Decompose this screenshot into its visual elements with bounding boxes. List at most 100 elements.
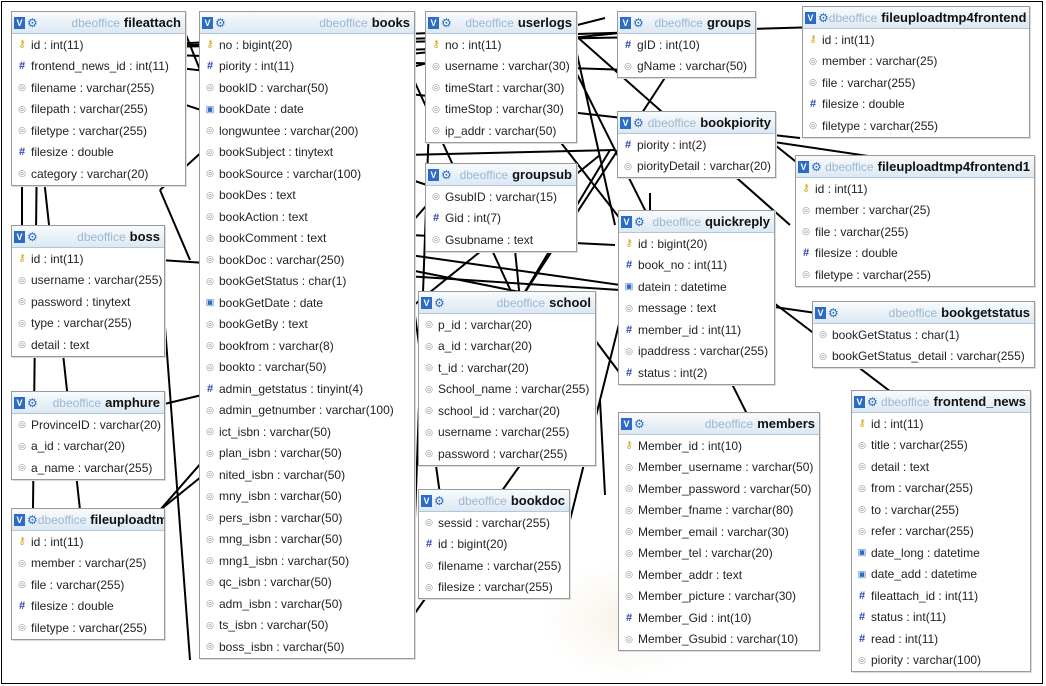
column-row[interactable]: ⚷id : int(11)	[12, 34, 185, 56]
column-row[interactable]: ▣bookDate : date	[200, 99, 414, 121]
gear-icon[interactable]: ⚙	[441, 167, 452, 182]
view-icon[interactable]: V	[202, 16, 213, 29]
column-row[interactable]: ◎file : varchar(255)	[803, 72, 1029, 94]
column-row[interactable]: ◎bookSubject : tinytext	[200, 142, 414, 164]
column-row[interactable]: ◎a_name : varchar(255)	[12, 457, 164, 479]
column-row[interactable]: ⚷id : int(11)	[803, 29, 1029, 51]
column-row[interactable]: ◎Member_username : varchar(50)	[619, 457, 819, 479]
view-icon[interactable]: V	[621, 417, 632, 430]
view-icon[interactable]: V	[14, 16, 25, 29]
column-row[interactable]: #status : int(2)	[619, 362, 774, 384]
column-row[interactable]: ◎School_name : varchar(255)	[419, 379, 595, 401]
column-row[interactable]: ◎bookGetBy : text	[200, 314, 414, 336]
column-row[interactable]: ◎p_id : varchar(20)	[419, 314, 595, 336]
column-row[interactable]: ◎bookGetStatus : char(1)	[200, 271, 414, 293]
column-row[interactable]: ◎bookfrom : varchar(8)	[200, 335, 414, 357]
column-row[interactable]: ▣bookGetDate : date	[200, 292, 414, 314]
column-row[interactable]: #filesize : double	[12, 142, 185, 164]
column-row[interactable]: ◎filetype : varchar(255)	[12, 617, 164, 639]
column-row[interactable]: ⚷id : int(11)	[12, 531, 164, 553]
column-row[interactable]: ◎filetype : varchar(255)	[12, 120, 185, 142]
column-row[interactable]: ◎gName : varchar(50)	[618, 56, 755, 78]
view-icon[interactable]: V	[620, 16, 631, 29]
column-row[interactable]: ⚷id : int(11)	[12, 248, 164, 270]
column-row[interactable]: ◎nited_isbn : varchar(50)	[200, 464, 414, 486]
column-row[interactable]: #book_no : int(11)	[619, 255, 774, 277]
column-row[interactable]: ◎GsubID : varchar(15)	[426, 186, 576, 208]
gear-icon[interactable]: ⚙	[634, 416, 645, 431]
column-row[interactable]: ◎file : varchar(255)	[12, 574, 164, 596]
column-row[interactable]: ⚷Member_id : int(10)	[619, 435, 819, 457]
column-row[interactable]: ◎file : varchar(255)	[796, 221, 1034, 243]
column-row[interactable]: ▣date_add : datetime	[852, 564, 1030, 586]
column-row[interactable]: ◎bookto : varchar(50)	[200, 357, 414, 379]
gear-icon[interactable]: ⚙	[27, 512, 38, 527]
column-row[interactable]: #admin_getstatus : tinyint(4)	[200, 378, 414, 400]
column-row[interactable]: #member_id : int(11)	[619, 319, 774, 341]
gear-icon[interactable]: ⚙	[811, 159, 822, 174]
column-row[interactable]: ⚷id : int(11)	[796, 178, 1034, 200]
column-row[interactable]: ◎ict_isbn : varchar(50)	[200, 421, 414, 443]
gear-icon[interactable]: ⚙	[434, 295, 445, 310]
gear-icon[interactable]: ⚙	[27, 15, 38, 30]
column-row[interactable]: ◎qc_isbn : varchar(50)	[200, 572, 414, 594]
column-row[interactable]: ⚷no : int(11)	[426, 34, 576, 56]
column-row[interactable]: #id : bigint(20)	[419, 534, 569, 556]
column-row[interactable]: ▣datein : datetime	[619, 276, 774, 298]
view-icon[interactable]: V	[421, 296, 432, 309]
column-row[interactable]: ◎filesize : varchar(255)	[419, 577, 569, 599]
column-row[interactable]: #piority : int(2)	[618, 134, 775, 156]
column-row[interactable]: #filesize : double	[803, 94, 1029, 116]
gear-icon[interactable]: ⚙	[633, 115, 644, 130]
column-row[interactable]: ⚷id : bigint(20)	[619, 233, 774, 255]
view-icon[interactable]: V	[805, 11, 816, 24]
column-row[interactable]: ◎Member_picture : varchar(30)	[619, 586, 819, 608]
column-row[interactable]: ⚷id : int(11)	[852, 413, 1030, 435]
column-row[interactable]: ◎ts_isbn : varchar(50)	[200, 615, 414, 637]
column-row[interactable]: ◎timeStart : varchar(30)	[426, 77, 576, 99]
column-row[interactable]: ◎adm_isbn : varchar(50)	[200, 593, 414, 615]
view-icon[interactable]: V	[14, 396, 25, 409]
view-icon[interactable]: V	[815, 306, 826, 319]
column-row[interactable]: ◎bookAction : text	[200, 206, 414, 228]
column-row[interactable]: ◎member : varchar(25)	[12, 553, 164, 575]
column-row[interactable]: ◎filename : varchar(255)	[12, 77, 185, 99]
column-row[interactable]: ◎bookDes : text	[200, 185, 414, 207]
column-row[interactable]: ◎member : varchar(25)	[796, 200, 1034, 222]
view-icon[interactable]: V	[428, 168, 439, 181]
column-row[interactable]: ◎refer : varchar(255)	[852, 521, 1030, 543]
view-icon[interactable]: V	[421, 494, 432, 507]
gear-icon[interactable]: ⚙	[441, 15, 452, 30]
column-row[interactable]: ◎ip_addr : varchar(50)	[426, 120, 576, 142]
column-row[interactable]: ▣date_long : datetime	[852, 542, 1030, 564]
column-row[interactable]: ◎t_id : varchar(20)	[419, 357, 595, 379]
column-row[interactable]: ◎username : varchar(255)	[419, 422, 595, 444]
column-row[interactable]: ◎Member_email : varchar(30)	[619, 521, 819, 543]
column-row[interactable]: ◎filetype : varchar(255)	[796, 264, 1034, 286]
column-row[interactable]: ◎mng1_isbn : varchar(50)	[200, 550, 414, 572]
column-row[interactable]: ◎detail : text	[852, 456, 1030, 478]
column-row[interactable]: ◎title : varchar(255)	[852, 435, 1030, 457]
column-row[interactable]: ⚷no : bigint(20)	[200, 34, 414, 56]
column-row[interactable]: ◎piorityDetail : varchar(20)	[618, 156, 775, 178]
column-row[interactable]: ◎filepath : varchar(255)	[12, 99, 185, 121]
gear-icon[interactable]: ⚙	[634, 214, 645, 229]
column-row[interactable]: ◎member : varchar(25)	[803, 51, 1029, 73]
column-row[interactable]: #status : int(11)	[852, 607, 1030, 629]
